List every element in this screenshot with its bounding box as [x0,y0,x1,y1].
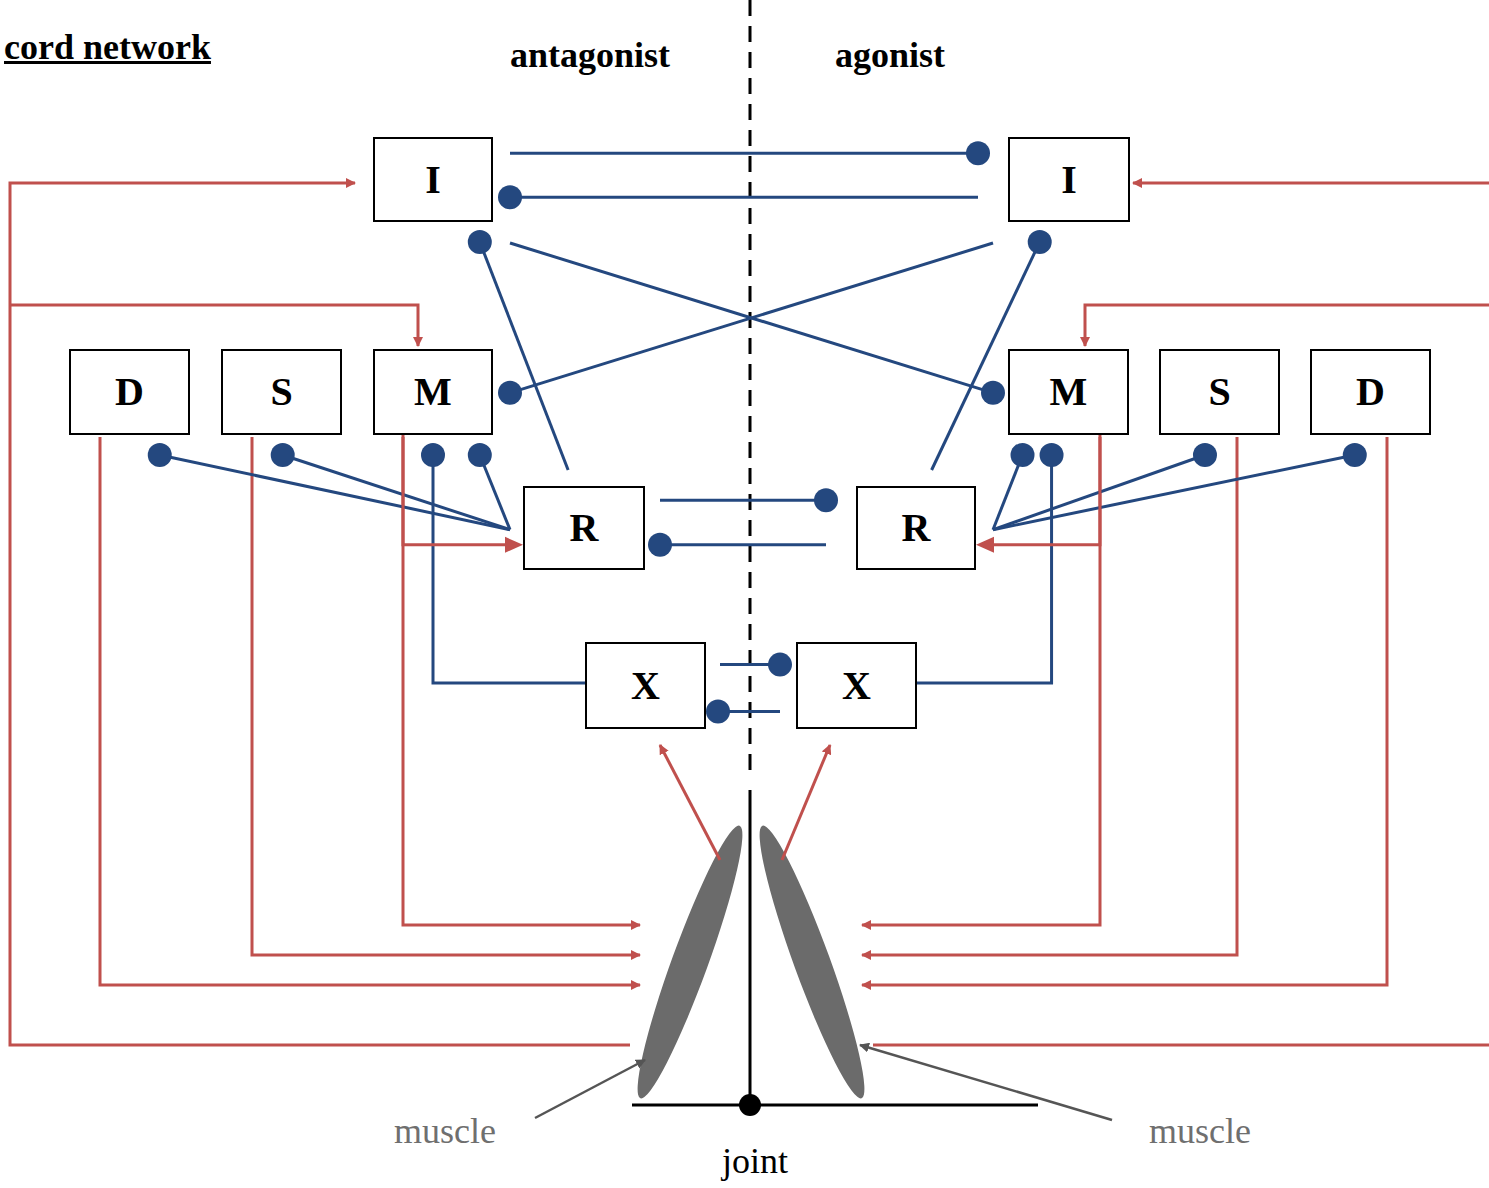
neuron-label: I [1061,160,1077,200]
neuron-label: I [425,160,441,200]
inhibitory-connector [271,443,510,530]
joint-bone [749,790,752,1105]
muscle-shape [745,820,878,1105]
motor-line [862,437,1237,955]
leader-line [860,1045,1112,1120]
inhibitory-connector [720,653,792,677]
muscle-label: muscle [1149,1112,1251,1152]
neuron-label: X [631,666,660,706]
neuron-label: S [270,372,292,412]
diagram-title: cord network [4,28,211,68]
neuron-box: S [1159,349,1280,435]
feedback-line [10,305,418,346]
inhibitory-connector [498,243,993,405]
leader-line [535,1060,645,1118]
joint-bone [632,1104,1038,1107]
side-heading: antagonist [510,36,670,76]
midline [749,0,752,775]
inhibitory-connector [498,185,978,209]
sensory-line [660,745,720,860]
inhibitory-connector [510,243,1005,405]
inhibitory-connector [993,443,1367,530]
neuron-label: D [1356,372,1385,412]
feedback-line [1085,305,1489,346]
excitatory-connector [403,435,523,553]
feedback-line [10,183,630,1045]
inhibitory-connector [648,533,826,557]
joint-label: joint [722,1142,788,1182]
joint-pivot [739,1094,761,1116]
neuron-label: S [1208,372,1230,412]
neuron-label: M [1050,372,1088,412]
neuron-box: S [221,349,342,435]
inhibitory-connector [510,141,990,165]
neuron-label: R [902,508,931,548]
neuron-box: M [1008,349,1129,435]
side-heading: agonist [835,36,945,76]
inhibitory-connector [706,700,780,724]
neuron-label: D [115,372,144,412]
neuron-box: X [796,642,917,729]
inhibitory-connector [468,443,510,530]
neuron-box: I [1008,137,1130,222]
neuron-box: D [69,349,190,435]
inhibitory-connector [660,488,838,512]
neuron-box: M [373,349,493,435]
inhibitory-connector [148,443,510,530]
neuron-box: I [373,137,493,222]
neuron-box: D [1310,349,1431,435]
neuron-box: X [585,642,706,729]
feedback-line [873,1044,1489,1047]
muscle-label: muscle [394,1112,496,1152]
neuron-box: R [856,486,976,570]
neuron-label: X [842,666,871,706]
neuron-label: M [414,372,452,412]
neuron-box: R [523,486,645,570]
feedback-line [1133,182,1489,185]
neuron-label: R [570,508,599,548]
excitatory-connector [976,435,1100,553]
sensory-line [782,745,830,860]
inhibitory-connector [993,443,1217,530]
